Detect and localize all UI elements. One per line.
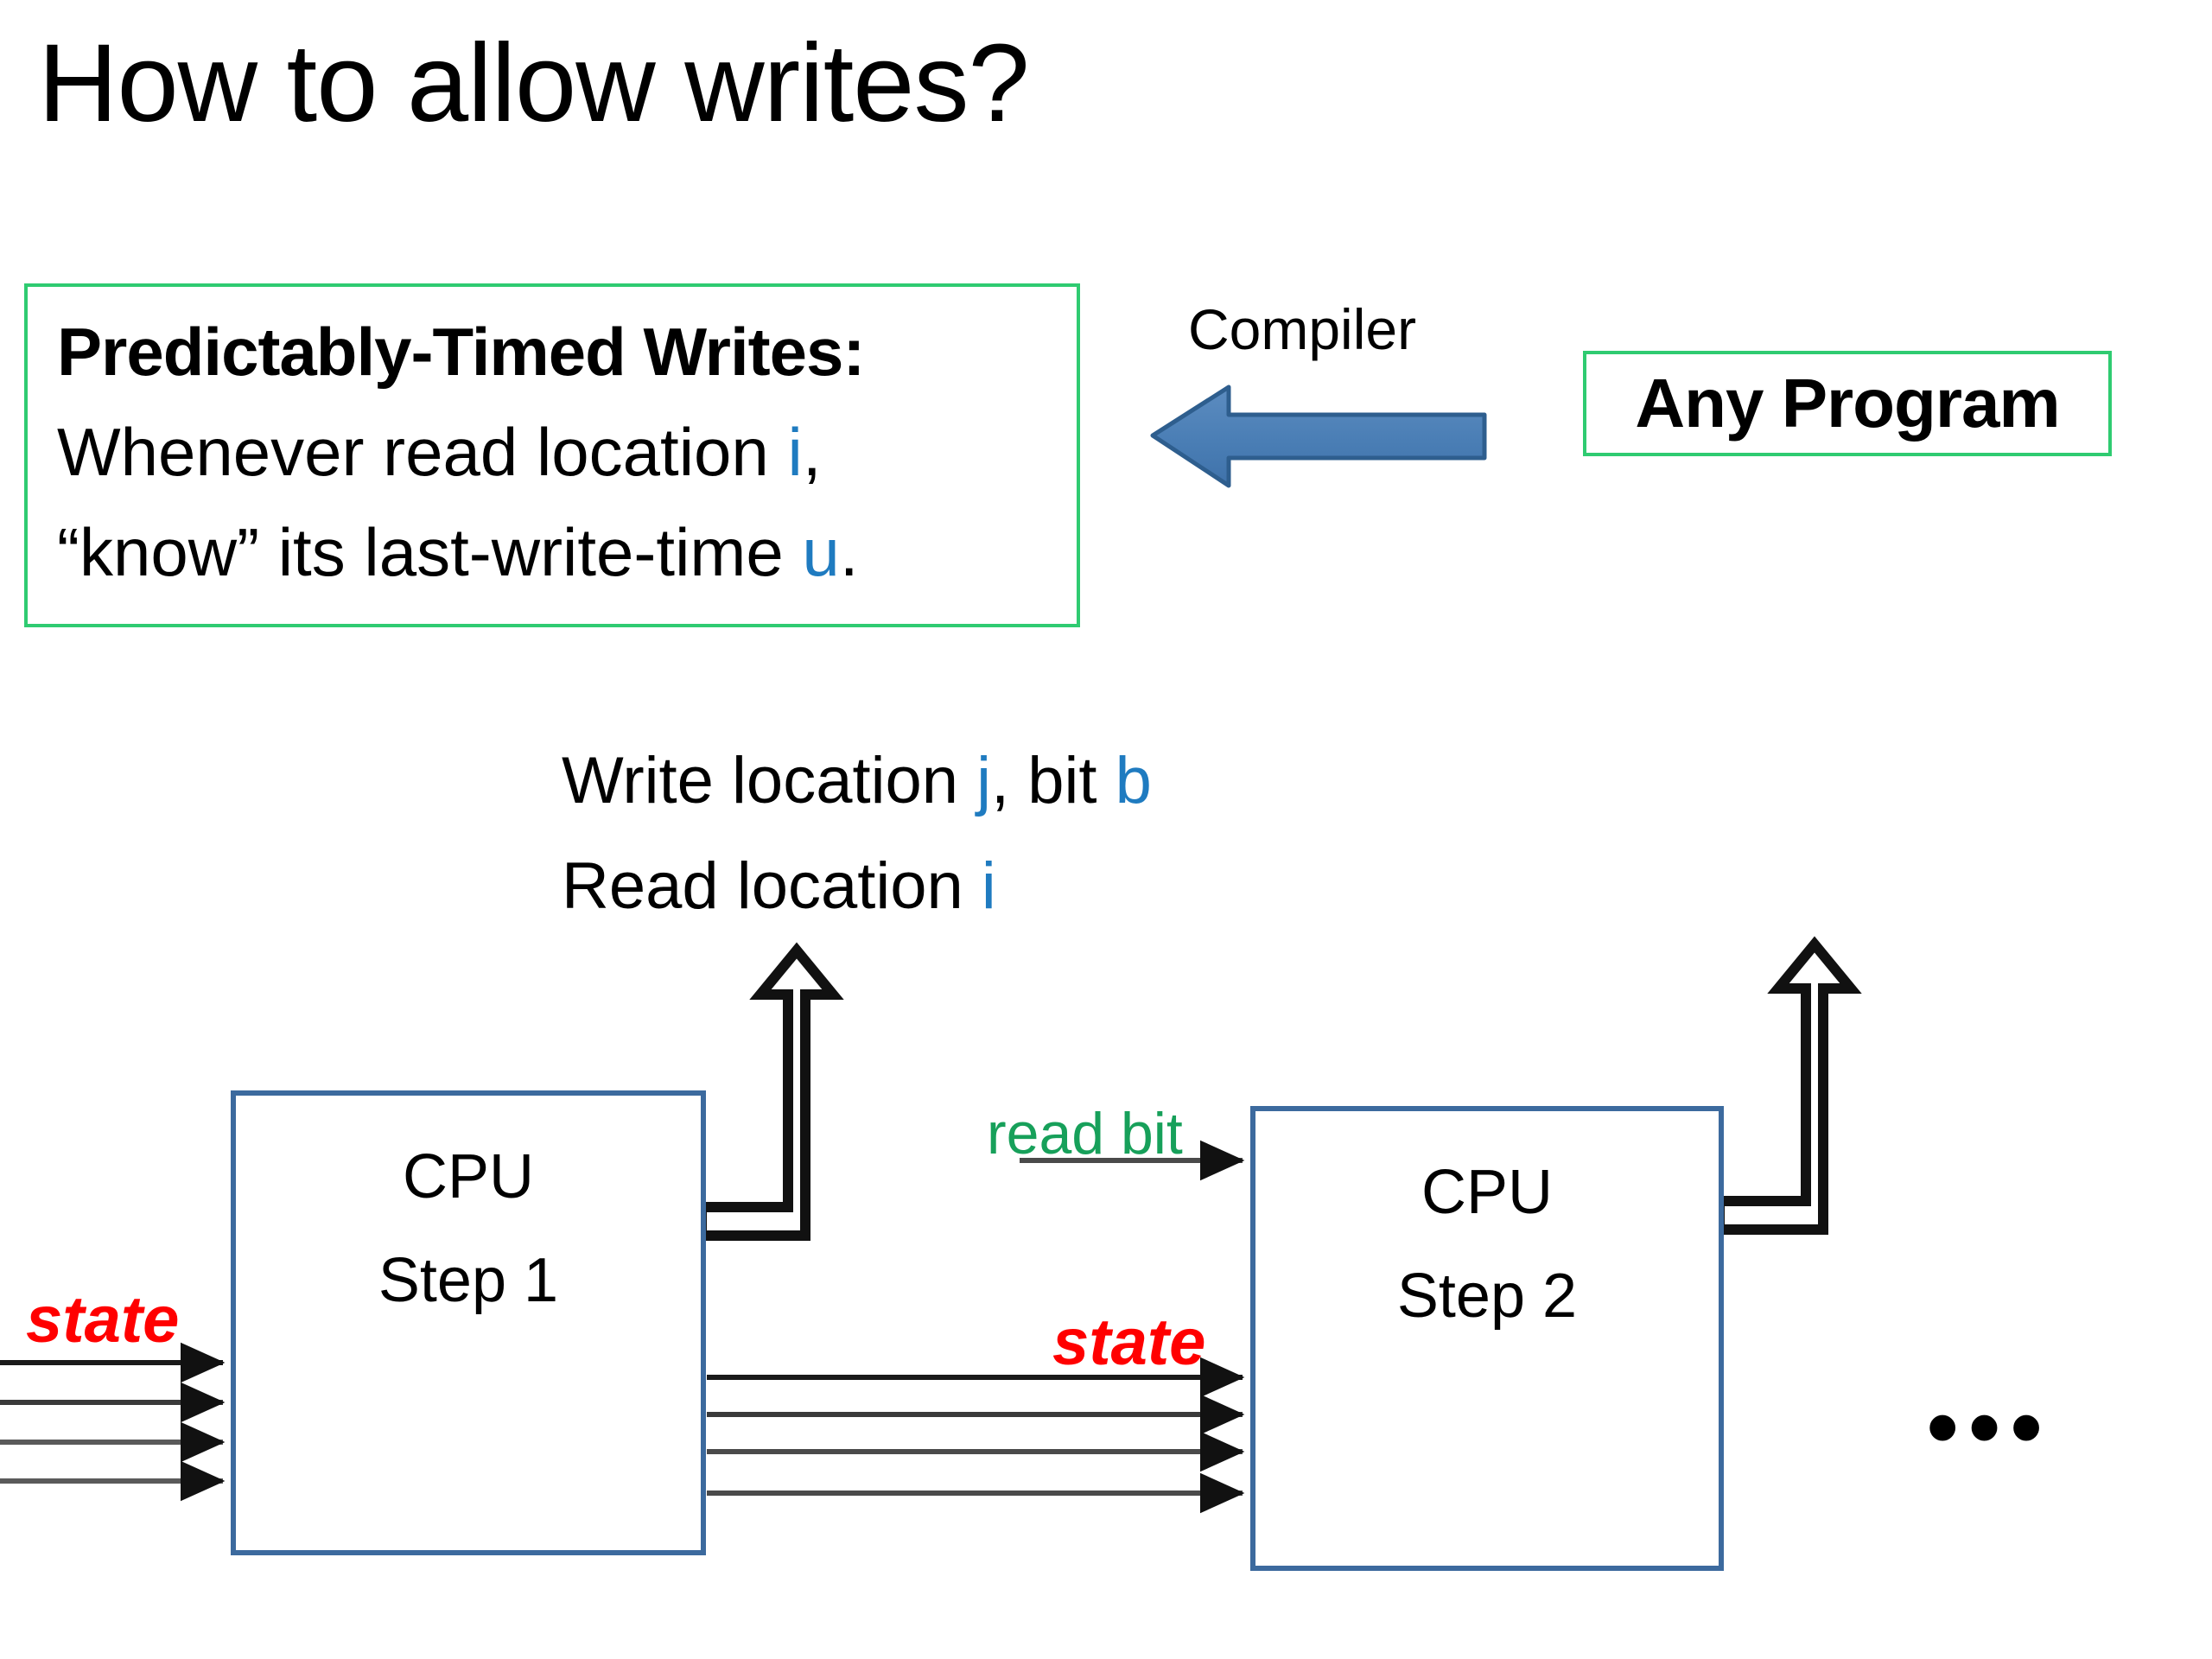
compiler-left-arrow-icon	[1150, 385, 1487, 488]
ptw-line-3: “know” its last-write-time u.	[57, 518, 858, 586]
read-operation-label: Read location i	[562, 854, 996, 919]
state-label-input-step2: state	[1052, 1306, 1206, 1379]
output-elbow-arrow-step2	[1714, 936, 1862, 1235]
ptw-line-3-suffix: .	[839, 514, 859, 590]
read-bit-label: read bit	[987, 1101, 1183, 1166]
write-var-b: b	[1115, 744, 1152, 817]
cpu-step-2-line1: CPU	[1421, 1158, 1553, 1227]
cpu-step-1-box: CPU Step 1	[231, 1090, 706, 1555]
state-wires-step1-to-step2	[707, 1357, 1245, 1514]
state-input-wires-step1	[0, 1342, 226, 1502]
read-var-i: i	[981, 849, 996, 923]
ptw-line-2-prefix: Whenever read location	[57, 414, 788, 490]
write-var-j: j	[976, 744, 992, 817]
predictably-timed-writes-box: Predictably-Timed Writes: Whenever read …	[24, 283, 1080, 627]
ptw-var-u: u	[802, 514, 840, 590]
cpu-step-2-line2: Step 2	[1396, 1262, 1578, 1331]
read-prefix: Read location	[562, 849, 982, 923]
any-program-box: Any Program	[1583, 351, 2112, 456]
continuation-ellipsis: •••	[1927, 1377, 2053, 1478]
ptw-var-i: i	[787, 414, 803, 490]
write-middle: , bit	[991, 744, 1116, 817]
output-elbow-arrow-step1	[696, 942, 844, 1241]
ptw-line-2-suffix: ,	[802, 414, 822, 490]
cpu-step-2-box: CPU Step 2	[1250, 1106, 1724, 1571]
cpu-step-1-line2: Step 1	[378, 1246, 559, 1315]
ptw-line-3-prefix: “know” its last-write-time	[57, 514, 803, 590]
write-operation-label: Write location j, bit b	[562, 748, 1152, 814]
state-label-input-step1: state	[26, 1283, 180, 1357]
cpu-step-1-line1: CPU	[402, 1142, 534, 1211]
ptw-heading: Predictably-Timed Writes:	[57, 314, 865, 390]
any-program-label: Any Program	[1635, 365, 2060, 442]
page-title: How to allow writes?	[38, 22, 1030, 145]
ptw-line-2: Whenever read location i,	[57, 418, 822, 486]
compiler-label: Compiler	[1188, 297, 1417, 361]
write-prefix: Write location	[562, 744, 977, 817]
